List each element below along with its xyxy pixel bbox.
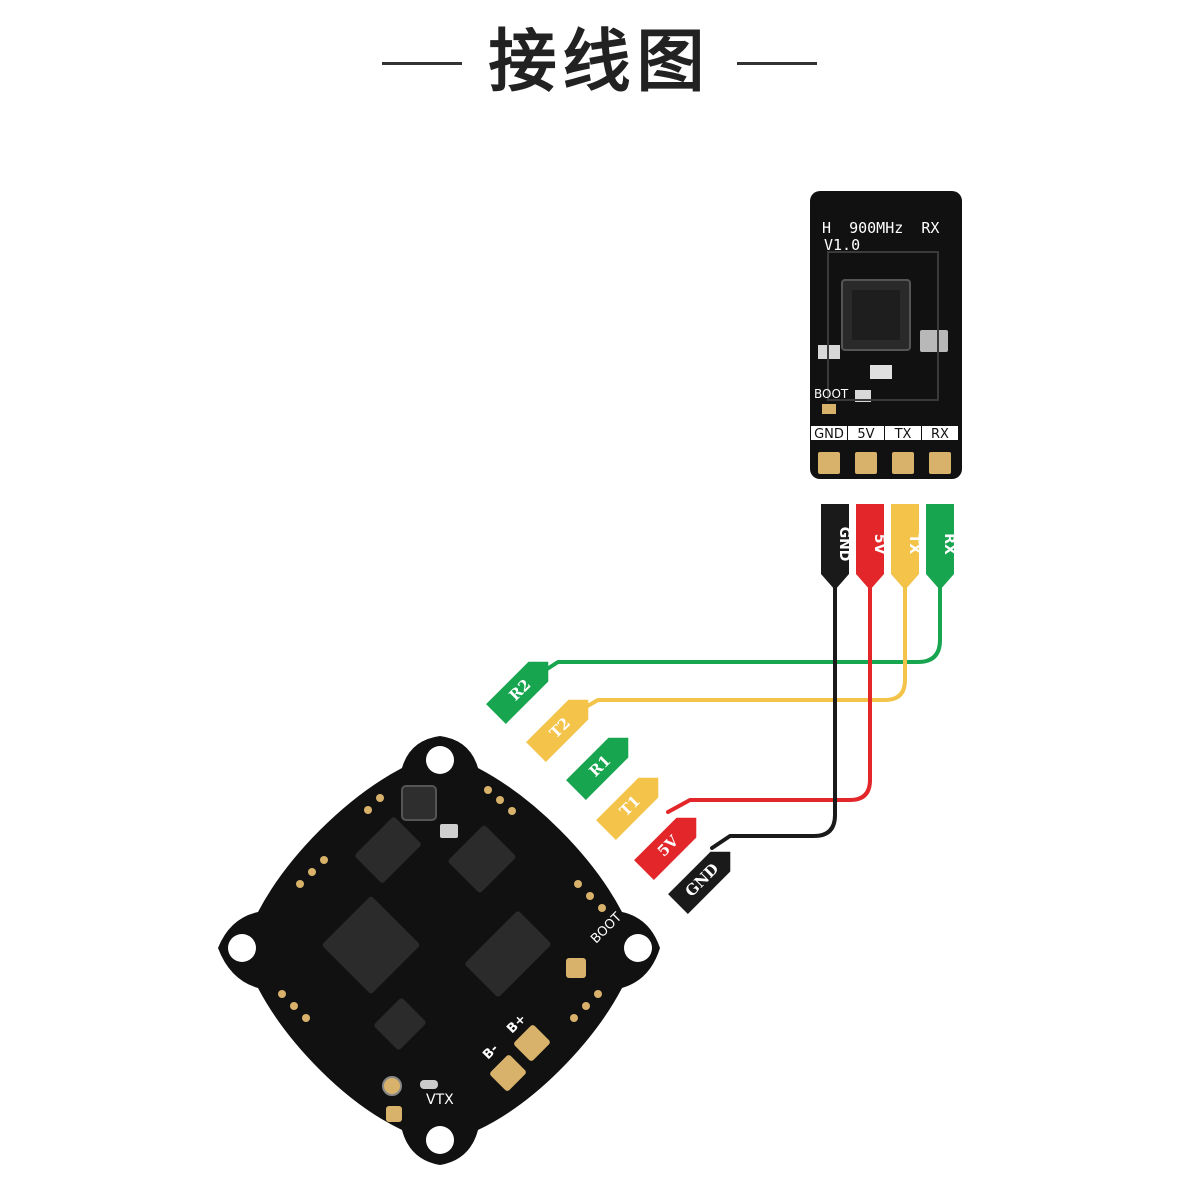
wire-tag-tx: TX (891, 504, 922, 590)
fc-tag-shape (596, 777, 659, 840)
wire-tag-5v: 5V (856, 504, 887, 590)
fc-chip-esc (465, 911, 551, 997)
receiver-pin-label-bg (848, 426, 884, 440)
fc-pad-bplus (514, 1025, 550, 1061)
wire-tag-rx: RX (926, 504, 957, 590)
fc-vtx-label: VTX (426, 1092, 454, 1108)
wire-tag-label: 5V (871, 534, 887, 555)
fc-button (401, 785, 437, 821)
fc-mount-hole-right (624, 934, 652, 962)
receiver-pin-label: GND (814, 427, 844, 442)
receiver-component-b (870, 365, 892, 379)
fc-mount-hole-top (426, 746, 454, 774)
receiver-pin-rx: RX (922, 426, 958, 474)
title-right-rule (736, 61, 817, 65)
receiver-pin-5v: 5V (848, 426, 884, 474)
fc-chip-gyro (448, 825, 516, 893)
receiver-silk-line1: H 900MHz RX (822, 219, 939, 237)
fc-antenna-connector (382, 1076, 402, 1096)
fc-chip-osd (355, 817, 421, 883)
fc-pad-vtx (386, 1106, 402, 1122)
fc-tag-shape (566, 737, 629, 800)
fc-mount-hole-bottom (426, 1126, 454, 1154)
wire-tag-shape (856, 504, 884, 590)
title-left-rule (382, 61, 463, 65)
wire-tag-label: RX (941, 533, 957, 555)
fc-crystal (440, 824, 458, 838)
receiver-pin-label-bg (811, 426, 847, 440)
fc-tag-shape (526, 699, 589, 762)
wire-tag-shape (821, 504, 849, 590)
wire-tag-gnd: GND (821, 504, 852, 590)
receiver-pin-label: RX (931, 427, 949, 442)
receiver-pin-pad (855, 452, 877, 474)
wire-5v-to-5v (666, 586, 872, 814)
fc-tag-shape (668, 851, 731, 914)
receiver-pin-pad (892, 452, 914, 474)
fc-tag-5v: 5V (634, 817, 697, 880)
fc-tag-t1: T1 (596, 777, 659, 840)
receiver-pin-label: 5V (857, 427, 874, 442)
fc-tag-shape (486, 661, 549, 724)
wire-tags: GND 5V TX RX (821, 504, 957, 590)
fc-mount-hole-left (228, 934, 256, 962)
wire-tag-label: GND (836, 527, 852, 562)
fc-side-pads (278, 786, 606, 1022)
receiver-trace-box (827, 251, 939, 401)
receiver-silk-line2: V1.0 (824, 236, 860, 254)
page-title: 接线图 (488, 23, 711, 102)
receiver-pin-pad (818, 452, 840, 474)
receiver-component-a (920, 330, 948, 352)
fc-tag-shape (634, 817, 697, 880)
receiver-pin-pad (929, 452, 951, 474)
fc-pcb (218, 736, 660, 1165)
receiver-pin-tx: TX (885, 426, 921, 474)
fc-tag-r2: R2 (486, 661, 549, 724)
wire-rx-to-r2 (528, 586, 942, 682)
wires (528, 586, 942, 850)
flight-controller: VTX BOOT B- B+ (218, 736, 660, 1165)
wire-gnd-to-gnd (710, 586, 837, 850)
wire-tag-label: TX (906, 534, 922, 555)
wire-tag-shape (926, 504, 954, 590)
receiver-pin-label-bg (922, 426, 958, 440)
receiver-boot-pad (822, 404, 836, 414)
fc-pad-bminus (490, 1055, 526, 1091)
receiver-module: H 900MHz RX V1.0 BOOT GND 5V TX RX (810, 191, 962, 479)
fc-chip-main (322, 896, 420, 994)
receiver-pin-gnd: GND (811, 426, 847, 474)
fc-pad-boot (566, 958, 586, 978)
fc-tag-t2: T2 (526, 699, 589, 762)
fc-chip-small (374, 998, 426, 1050)
fc-vtx-led (420, 1080, 438, 1089)
receiver-boot-label: BOOT (814, 387, 849, 401)
wire-tx-to-t2 (568, 586, 907, 718)
fc-tag-r1: R1 (566, 737, 629, 800)
title-bar: 接线图 (0, 18, 1199, 108)
receiver-pin-label-bg (885, 426, 921, 440)
receiver-chip-inner (852, 290, 900, 340)
wire-tag-shape (891, 504, 919, 590)
receiver-pin-label: TX (894, 427, 912, 442)
